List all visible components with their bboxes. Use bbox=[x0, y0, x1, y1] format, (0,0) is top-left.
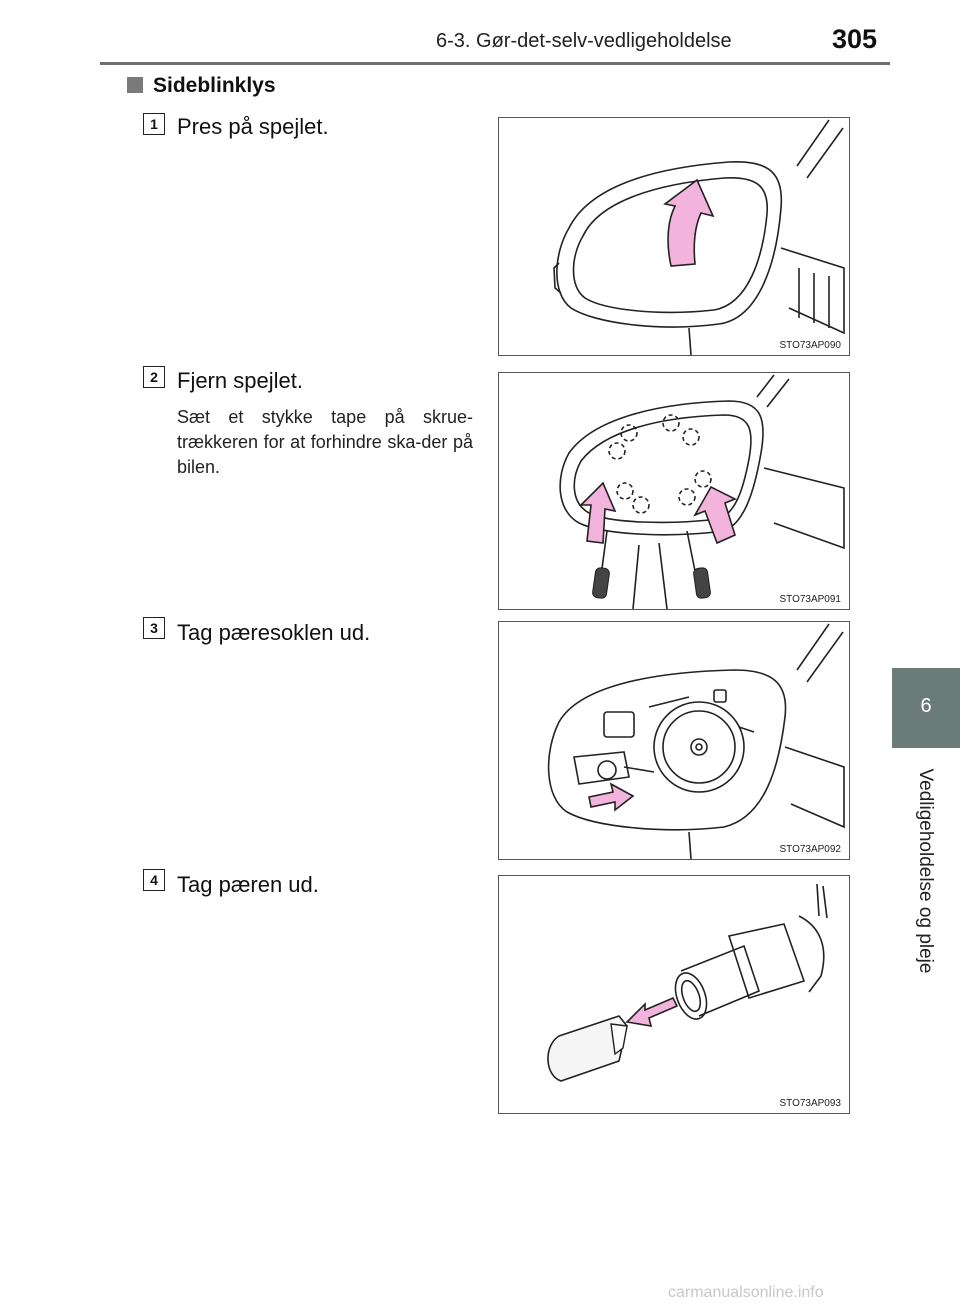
pull-arrow-icon bbox=[588, 782, 635, 812]
figure-code-1: STO73AP090 bbox=[777, 340, 843, 351]
header-rule bbox=[100, 62, 890, 65]
figure-code-3: STO73AP092 bbox=[777, 844, 843, 855]
step-title-1: Pres på spejlet. bbox=[177, 114, 329, 139]
figure-code-4: STO73AP093 bbox=[777, 1098, 843, 1109]
step-note-2: Sæt et stykke tape på skrue-trækkeren fo… bbox=[177, 407, 473, 477]
figure-step-4: STO73AP093 bbox=[498, 875, 850, 1114]
step-title-4: Tag pæren ud. bbox=[177, 872, 319, 897]
figure-step-2: STO73AP091 bbox=[498, 372, 850, 610]
bulb-socket-illustration bbox=[547, 623, 845, 859]
remove-bulb-arrow-icon bbox=[625, 996, 679, 1027]
running-header-section: 6-3. Gør-det-selv-vedligeholdelse bbox=[436, 30, 732, 52]
step-title-2: Fjern spejlet. bbox=[177, 368, 303, 393]
mirror-removal-illustration bbox=[559, 374, 845, 609]
mirror-press-illustration bbox=[553, 119, 845, 355]
chapter-label: Vedligeholdelse og pleje bbox=[915, 768, 936, 974]
step-number-2: 2 bbox=[143, 366, 165, 388]
figure-step-3: STO73AP092 bbox=[498, 621, 850, 860]
pry-arrow-left-icon bbox=[579, 481, 617, 544]
figure-step-1: STO73AP090 bbox=[498, 117, 850, 356]
chapter-tab: 6 bbox=[892, 668, 960, 748]
figure-code-2: STO73AP091 bbox=[777, 594, 843, 605]
bulb-removal-illustration bbox=[547, 883, 828, 1082]
pry-arrow-right-icon bbox=[693, 485, 737, 545]
section-title-text: Sideblinklys bbox=[153, 74, 276, 97]
press-arrow-icon bbox=[663, 178, 715, 267]
step-number-4: 4 bbox=[143, 869, 165, 891]
step-number-1: 1 bbox=[143, 113, 165, 135]
square-bullet-icon bbox=[127, 77, 143, 93]
chapter-number: 6 bbox=[920, 695, 932, 717]
step-number-3: 3 bbox=[143, 617, 165, 639]
watermark: carmanualsonline.info bbox=[668, 1284, 824, 1301]
section-title: Sideblinklys bbox=[127, 74, 276, 98]
step-title-3: Tag pæresoklen ud. bbox=[177, 620, 371, 645]
page-number: 305 bbox=[832, 24, 878, 54]
